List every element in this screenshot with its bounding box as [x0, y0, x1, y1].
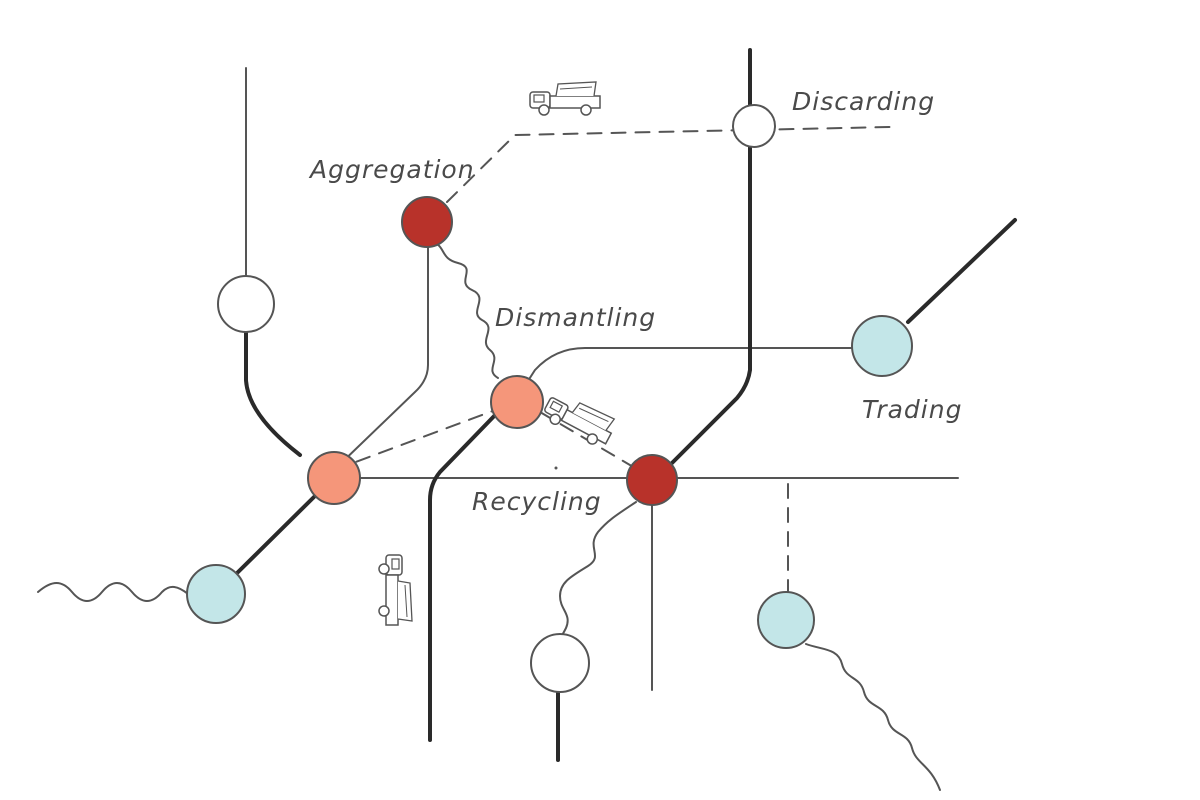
wavy-recycling-south	[558, 501, 637, 641]
node-recycling	[626, 454, 678, 506]
line-aggregation-hub	[333, 221, 429, 471]
node-hub	[307, 451, 361, 505]
node-bottom-right	[757, 591, 815, 649]
thick-line-vertical	[428, 408, 502, 742]
truck-icon	[529, 81, 601, 116]
label-discarding: Discarding	[792, 87, 935, 116]
line-to-trading	[516, 347, 881, 399]
thick-line-southwest	[230, 493, 318, 580]
wavy-bottom-right	[805, 643, 941, 791]
node-southwest	[186, 564, 246, 624]
node-aggregation	[401, 196, 453, 248]
truck-icon	[539, 387, 619, 451]
label-trading: Trading	[862, 395, 962, 424]
label-recycling: Recycling	[472, 487, 602, 516]
label-aggregation: Aggregation	[308, 155, 475, 184]
thick-line-left	[244, 328, 302, 457]
label-dismantling: Dismantling	[495, 303, 656, 332]
node-discarding	[732, 104, 776, 148]
thick-line-discarding	[663, 48, 752, 472]
node-top-left	[217, 275, 275, 333]
small-dot	[554, 466, 558, 470]
wavy-aggregation-dismantling	[427, 239, 499, 379]
truck-icon	[378, 554, 413, 626]
node-bottom	[530, 633, 590, 693]
node-dismantling	[490, 375, 544, 429]
node-trading	[851, 315, 913, 377]
thick-line-northeast	[906, 218, 1017, 324]
dashed-aggregation-discarding	[446, 126, 891, 203]
dashed-hub-dismantling	[333, 401, 518, 471]
wavy-far-left	[37, 582, 189, 602]
